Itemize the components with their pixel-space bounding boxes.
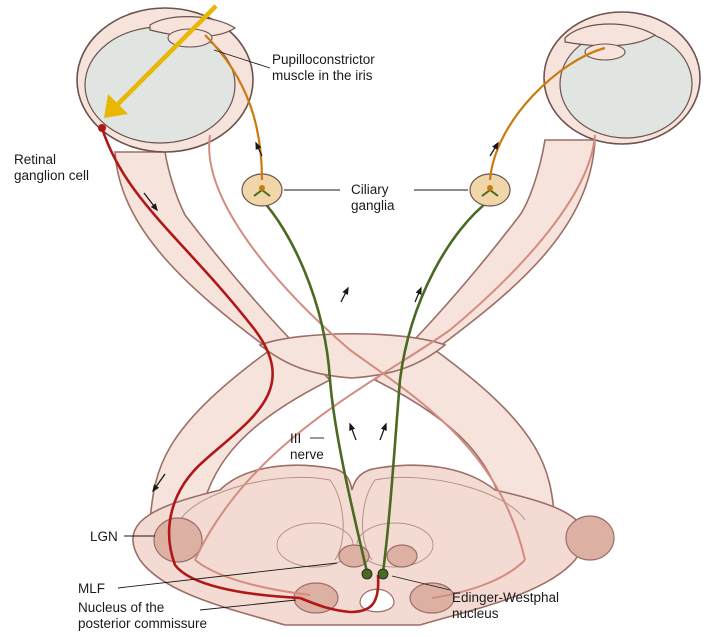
right-ew-nucleus — [378, 569, 388, 579]
ciliary-ganglia-label-line2: ganglia — [351, 198, 395, 213]
lgn-label: LGN — [90, 529, 118, 544]
edinger-westphal-label-line1: Edinger-Westphal — [452, 590, 559, 605]
left-lgn — [154, 518, 202, 562]
right-iris-terminal — [487, 185, 493, 191]
right-eye — [544, 12, 700, 144]
iii-nerve-label-line2: nerve — [290, 447, 324, 462]
retinal-ganglion-label-line2: ganglion cell — [14, 168, 89, 183]
mlf-label: MLF — [78, 581, 105, 596]
edinger-westphal-label-line2: nucleus — [452, 606, 499, 621]
ciliary-ganglia-label-line1: Ciliary — [351, 182, 389, 197]
right-mlf-nucleus — [387, 545, 417, 567]
optic-pathway — [115, 140, 595, 520]
right-eye-globe — [560, 30, 692, 138]
arrow-left-mid — [341, 288, 348, 302]
posterior-commissure-label-line2: posterior commissure — [78, 616, 207, 631]
pupilloconstrictor-label-line2: muscle in the iris — [272, 68, 373, 83]
arrow-nerve-left — [350, 424, 356, 440]
arrow-nerve-right — [380, 424, 386, 440]
posterior-commissure-label-line1: Nucleus of the — [78, 600, 164, 615]
left-iris-terminal — [259, 185, 265, 191]
pupilloconstrictor-label-line1: Pupilloconstrictor — [272, 52, 375, 67]
retinal-ganglion-cell — [98, 124, 106, 132]
retinal-ganglion-label-line1: Retinal — [14, 152, 56, 167]
iii-nerve-label-line1: III — [290, 431, 301, 446]
left-ew-nucleus — [362, 569, 372, 579]
right-lgn — [566, 516, 614, 560]
